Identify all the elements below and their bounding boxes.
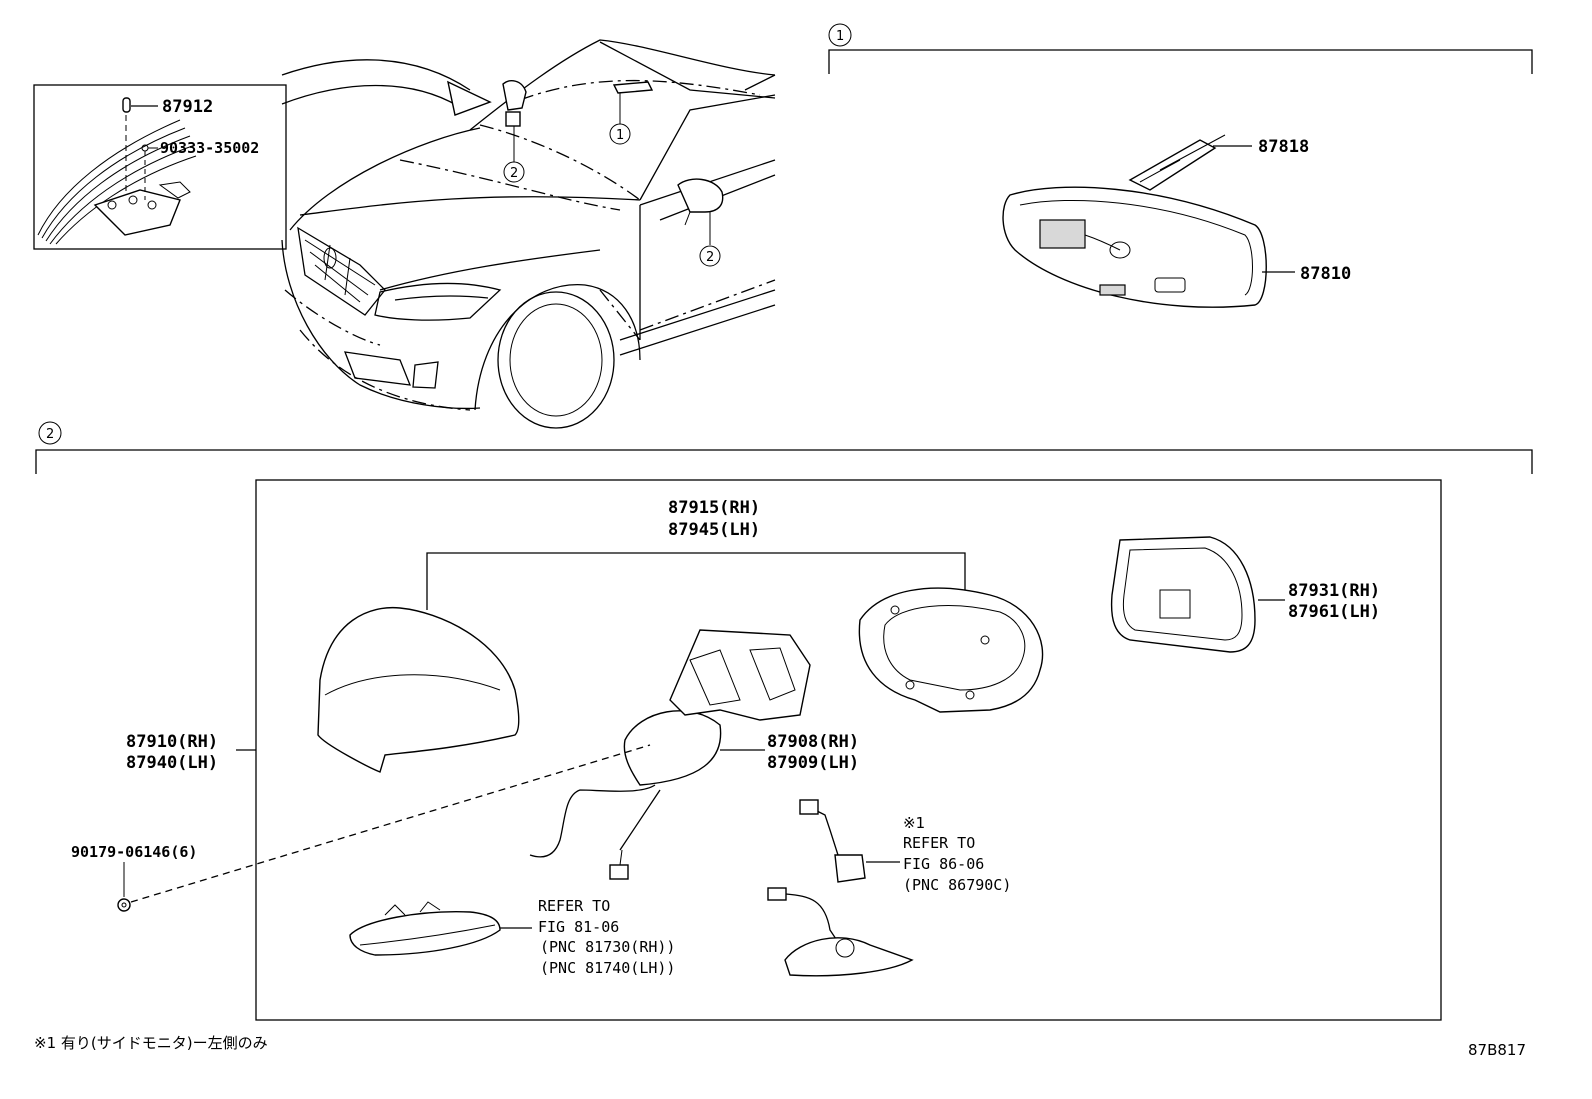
callout-2-car-b xyxy=(699,245,721,267)
part-87912-icon xyxy=(122,97,131,113)
car-rearview-mirror-icon xyxy=(612,81,654,94)
pointer-arrow xyxy=(281,59,471,91)
footnote: ※1 有り(サイドモニタ)ー左側のみ xyxy=(34,1034,268,1052)
label-90333: 90333-35002 xyxy=(160,139,259,157)
label-screw: 90179-06146(6) xyxy=(71,843,197,861)
label-glass-lh: 87961(LH) xyxy=(1288,602,1380,622)
label-glass-rh: 87931(RH) xyxy=(1288,581,1380,601)
label-87818: 87818 xyxy=(1258,137,1309,157)
turn-signal-icon xyxy=(349,911,501,956)
camera-ref-2: FIG 86-06 xyxy=(903,855,984,873)
camera-note-mark: ※1 xyxy=(903,814,925,832)
lamp-ref-3: (PNC 81730(RH)) xyxy=(540,938,675,956)
label-assy-lh: 87940(LH) xyxy=(126,753,218,773)
figure-code: 87B817 xyxy=(1468,1041,1526,1059)
section-2: 2 87915(RH) 87945(LH) 87908(RH) 87909(LH… xyxy=(35,421,1533,1021)
mirror-base-icon xyxy=(623,710,722,786)
mirror-housing-icon xyxy=(858,587,1044,713)
part-87818-icon xyxy=(1128,139,1217,191)
section-1-marker xyxy=(828,23,852,47)
label-sub-lh: 87909(LH) xyxy=(767,753,859,773)
section-2-marker-text: 2 xyxy=(46,427,54,442)
label-cover-lh: 87945(LH) xyxy=(668,520,760,540)
camera-ref-1: REFER TO xyxy=(903,834,975,852)
section-2-marker xyxy=(38,421,62,445)
lamp-ref-1: REFER TO xyxy=(538,897,610,915)
label-assy-rh: 87910(RH) xyxy=(126,732,218,752)
car-side-mirror-icon xyxy=(677,178,724,213)
lamp-ref-4: (PNC 81740(LH)) xyxy=(540,959,675,977)
part-87810-icon xyxy=(1002,186,1267,308)
lamp-ref-2: FIG 81-06 xyxy=(538,918,619,936)
car-illustration: 1 2 2 xyxy=(281,39,776,429)
detail-inset: 87912 90333-35002 xyxy=(33,84,287,250)
callout-1-car-text: 1 xyxy=(616,128,624,143)
label-cover-rh: 87915(RH) xyxy=(668,498,760,518)
label-87912: 87912 xyxy=(162,97,213,117)
section-1: 1 87818 87810 xyxy=(828,23,1533,308)
section-1-marker-text: 1 xyxy=(836,29,844,44)
callout-1-car xyxy=(609,123,631,145)
screw-icon xyxy=(117,898,131,912)
camera-ref-3: (PNC 86790C) xyxy=(903,876,1011,894)
side-camera-icon xyxy=(834,854,866,883)
mirror-cover-icon xyxy=(317,606,520,773)
callout-2-car-a xyxy=(503,161,525,183)
label-87810: 87810 xyxy=(1300,264,1351,284)
callout-2-car-a-text: 2 xyxy=(510,166,518,181)
callout-2-car-b-text: 2 xyxy=(706,250,714,265)
label-sub-rh: 87908(RH) xyxy=(767,732,859,752)
mirror-glass-icon xyxy=(1110,536,1256,653)
